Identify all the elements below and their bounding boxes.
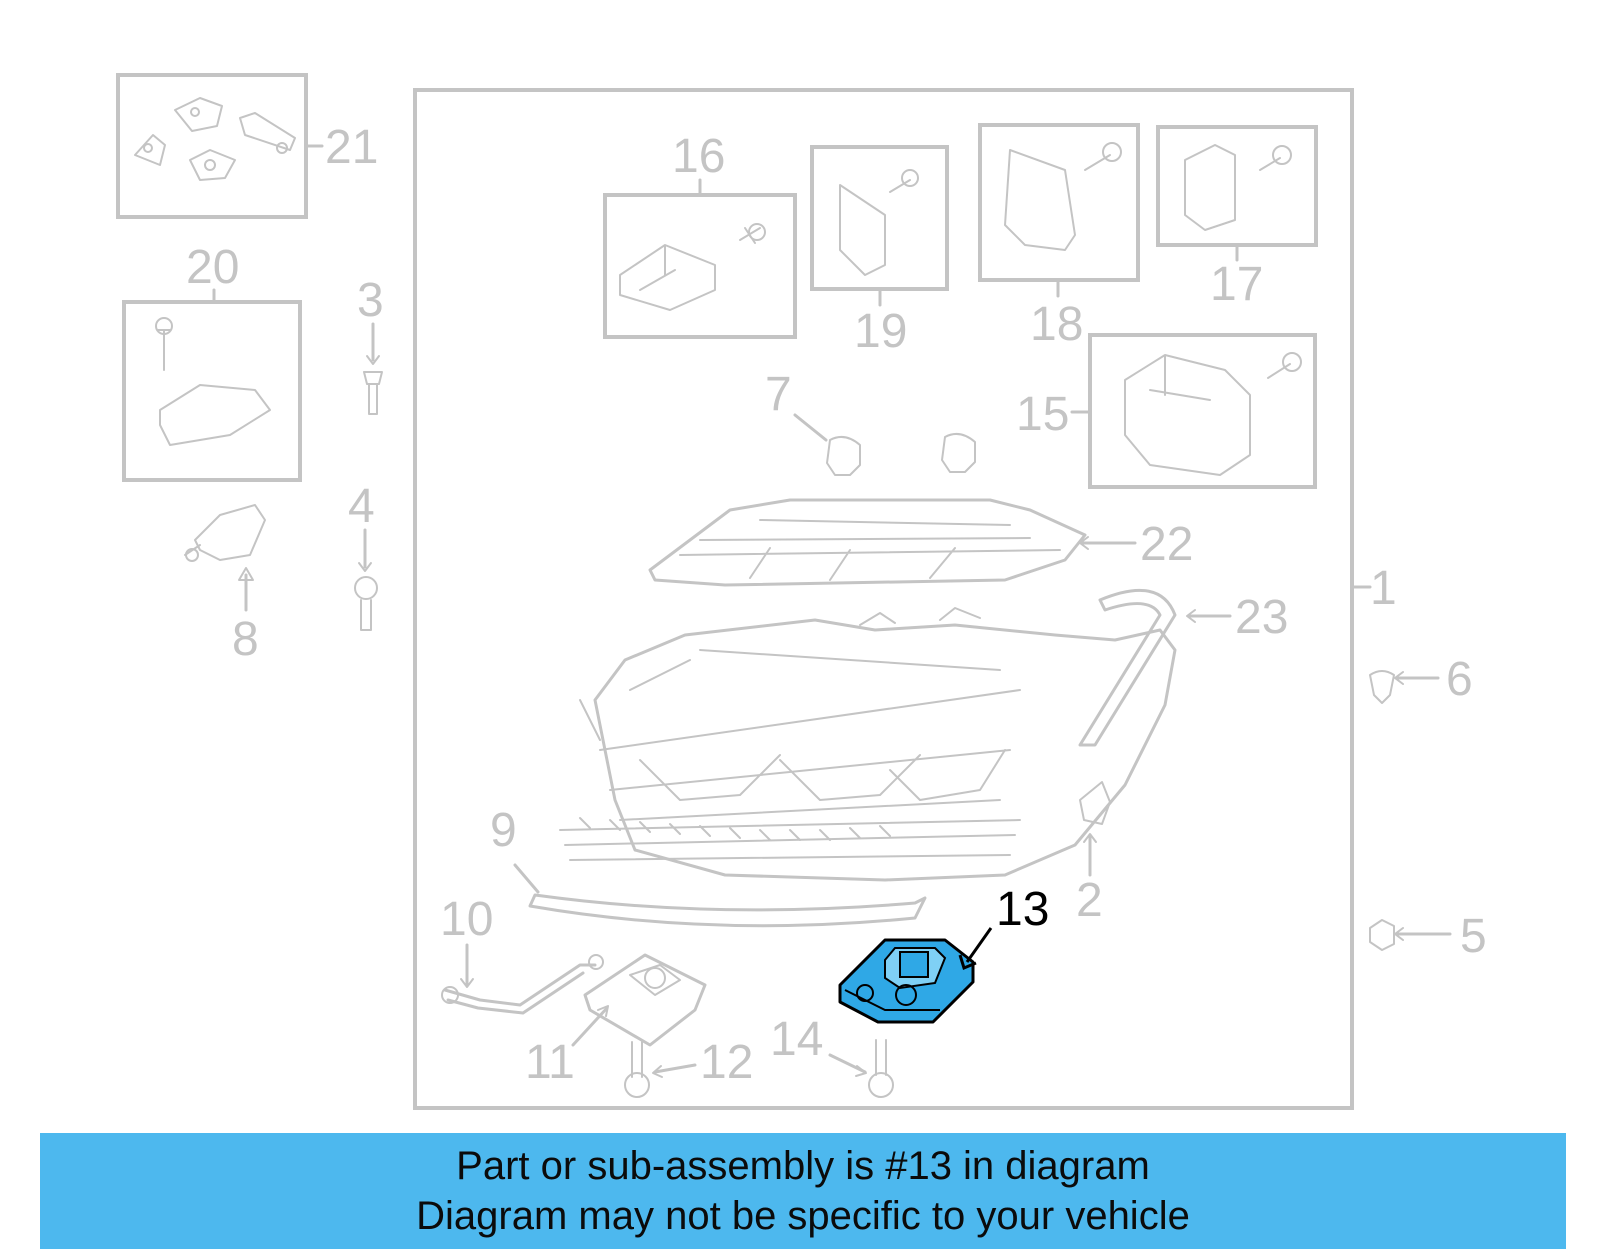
callout-4: 4 <box>348 480 375 533</box>
part-1-headlamp[interactable]: 1 <box>559 562 1397 882</box>
callout-10: 10 <box>440 893 493 946</box>
part-19-group[interactable]: 19 <box>810 145 949 358</box>
callout-5: 5 <box>1460 910 1487 963</box>
part-17-group[interactable]: 17 <box>1156 125 1318 311</box>
callout-15: 15 <box>1016 388 1069 441</box>
callout-20: 20 <box>186 241 239 294</box>
callout-18: 18 <box>1030 298 1083 351</box>
callout-16: 16 <box>672 130 725 183</box>
part-20-group[interactable]: 20 <box>122 241 302 482</box>
callout-14: 14 <box>770 1013 823 1066</box>
callout-13: 13 <box>996 883 1049 936</box>
part-2-group[interactable]: 2 <box>1076 781 1111 927</box>
callout-21: 21 <box>325 121 378 174</box>
part-5-group[interactable]: 5 <box>1369 910 1487 963</box>
callout-6: 6 <box>1446 653 1473 706</box>
callout-8: 8 <box>232 613 259 666</box>
part-10-group[interactable]: 10 <box>440 893 604 1015</box>
assembly-frame <box>413 88 1354 1110</box>
part-6-group[interactable]: 6 <box>1369 653 1473 706</box>
part-13-highlighted[interactable]: 13 <box>838 883 1049 1024</box>
part-9-group[interactable]: 9 <box>490 804 927 928</box>
part-14-group[interactable]: 14 <box>770 1013 894 1098</box>
banner-line-1: Part or sub-assembly is #13 in diagram <box>456 1144 1150 1188</box>
headlamp-parts-diagram: 21 20 8 3 4 16 <box>116 73 1487 1110</box>
part-21-group[interactable]: 21 <box>116 73 378 219</box>
callout-22: 22 <box>1140 518 1193 571</box>
part-3-group[interactable]: 3 <box>357 274 384 415</box>
callout-19: 19 <box>854 305 907 358</box>
banner-line-2: Diagram may not be specific to your vehi… <box>416 1194 1190 1238</box>
callout-23: 23 <box>1235 591 1288 644</box>
part-23-group[interactable]: 23 <box>1078 588 1288 747</box>
callout-17: 17 <box>1210 258 1263 311</box>
callout-1: 1 <box>1370 562 1397 615</box>
callout-2: 2 <box>1076 874 1103 927</box>
callout-12: 12 <box>700 1036 753 1089</box>
part-8-group[interactable]: 8 <box>184 504 266 666</box>
callout-7: 7 <box>765 368 792 421</box>
part-12-group[interactable]: 12 <box>624 1036 753 1098</box>
callout-3: 3 <box>357 274 384 327</box>
part-11-group[interactable]: 11 <box>525 953 707 1089</box>
info-banner: Part or sub-assembly is #13 in diagram D… <box>40 1133 1566 1249</box>
part-15-group[interactable]: 15 <box>1016 333 1317 489</box>
part-16-group[interactable]: 16 <box>603 130 797 339</box>
part-7-group[interactable]: 7 <box>765 368 976 476</box>
part-22-group[interactable]: 22 <box>648 498 1193 587</box>
callout-9: 9 <box>490 804 517 857</box>
callout-11: 11 <box>525 1036 575 1089</box>
part-18-group[interactable]: 18 <box>978 123 1140 351</box>
part-4-group[interactable]: 4 <box>348 480 378 631</box>
